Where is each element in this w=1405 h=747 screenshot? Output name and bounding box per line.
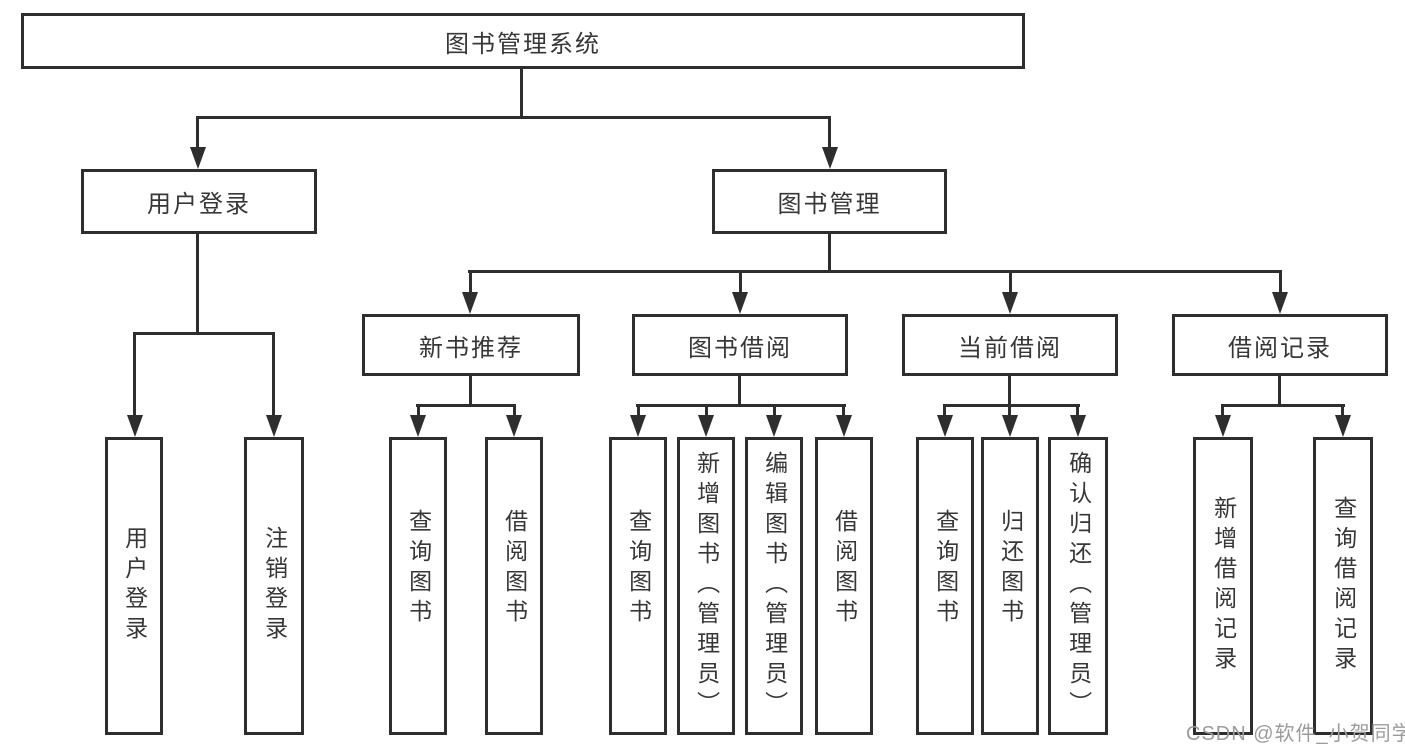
- node-records-add-record: 新增借阅记录: [1193, 437, 1253, 735]
- arrow-down-icon: [266, 415, 282, 437]
- node-label: 归还图书: [997, 509, 1024, 629]
- node-records-query-record: 查询借阅记录: [1313, 437, 1373, 735]
- edge-to-book-management-line: [828, 116, 831, 149]
- node-label: 用户登录: [121, 526, 148, 646]
- edge-line: [1008, 404, 1011, 417]
- node-label: 编辑图书（管理员）: [761, 451, 788, 721]
- node-label: 确认归还（管理员）: [1065, 451, 1092, 721]
- arrow-down-icon: [410, 415, 426, 437]
- edge-records-branch-line: [1221, 404, 1345, 407]
- node-leaf-logout: 注销登录: [244, 437, 304, 735]
- arrow-down-icon: [127, 415, 143, 437]
- edge-to-book-borrowing-line: [739, 270, 742, 294]
- node-borrow-edit-books-admin: 编辑图书（管理员）: [745, 437, 803, 735]
- arrow-down-icon: [1002, 415, 1018, 437]
- node-library-management-system: 图书管理系统: [21, 13, 1025, 69]
- edge-line: [417, 404, 420, 417]
- edge-line: [637, 404, 640, 417]
- node-label: 查询图书: [932, 509, 959, 629]
- node-current-return-books: 归还图书: [981, 437, 1039, 735]
- node-book-management: 图书管理: [712, 169, 947, 234]
- arrow-down-icon: [732, 292, 748, 314]
- edge-line: [1341, 404, 1344, 417]
- edge-line: [773, 404, 776, 417]
- node-label: 新增图书（管理员）: [693, 451, 720, 721]
- edge-recommend-branch-line: [416, 404, 516, 407]
- edge-book-management-branch-line: [468, 270, 1282, 273]
- node-label: 查询图书: [625, 509, 652, 629]
- node-recommend-borrow-books: 借阅图书: [485, 437, 543, 735]
- edge-line: [943, 404, 946, 417]
- node-label: 查询图书: [405, 509, 432, 629]
- node-label: 借阅图书: [831, 509, 858, 629]
- edge-line: [513, 404, 516, 417]
- arrow-down-icon: [836, 415, 852, 437]
- edge-line: [1221, 404, 1224, 417]
- arrow-down-icon: [698, 415, 714, 437]
- node-user-login: 用户登录: [81, 169, 317, 234]
- node-label: 借阅图书: [501, 509, 528, 629]
- edge-root-stem-line: [520, 69, 523, 119]
- node-label: 查询借阅记录: [1330, 496, 1357, 676]
- edge-line: [1076, 404, 1079, 417]
- node-book-borrowing: 图书借阅: [632, 314, 848, 376]
- edge-book-management-stem-line: [828, 234, 831, 272]
- arrow-down-icon: [190, 147, 206, 169]
- arrow-down-icon: [1070, 415, 1086, 437]
- edge-current-stem-line: [1008, 376, 1011, 407]
- arrow-down-icon: [506, 415, 522, 437]
- edge-to-borrowing-records-line: [1279, 270, 1282, 294]
- edge-user-login-stem-line: [196, 234, 199, 335]
- node-label: 新书推荐: [419, 334, 523, 362]
- edge-user-login-branch-line: [133, 332, 275, 335]
- node-label: 借阅记录: [1228, 334, 1332, 362]
- node-label: 图书管理: [777, 191, 882, 218]
- arrow-down-icon: [1335, 415, 1351, 437]
- node-current-confirm-return-admin: 确认归还（管理员）: [1048, 437, 1108, 735]
- edge-to-user-login-line: [196, 116, 199, 149]
- node-leaf-user-login: 用户登录: [105, 437, 163, 735]
- edge-to-current-borrowing-line: [1009, 270, 1012, 294]
- edge-records-stem-line: [1278, 376, 1281, 407]
- edge-recommend-stem-line: [469, 376, 472, 407]
- node-label: 注销登录: [261, 526, 288, 646]
- node-label: 用户登录: [147, 191, 251, 218]
- arrow-down-icon: [1215, 415, 1231, 437]
- edge-to-leaf-user-login-line: [133, 332, 136, 417]
- node-current-query-books: 查询图书: [916, 437, 974, 735]
- node-new-book-recommend: 新书推荐: [362, 314, 580, 376]
- node-borrowing-records: 借阅记录: [1172, 314, 1388, 376]
- csdn-watermark: CSDN @软件_小贺同学: [1186, 723, 1405, 745]
- arrow-down-icon: [1272, 292, 1288, 314]
- node-borrow-borrow-books: 借阅图书: [815, 437, 873, 735]
- node-label: 新增借阅记录: [1210, 496, 1237, 676]
- edge-current-branch-line: [943, 404, 1080, 407]
- edge-line: [705, 404, 708, 417]
- edge-line: [842, 404, 845, 417]
- edge-borrowing-branch-line: [636, 404, 846, 407]
- node-recommend-query-books: 查询图书: [389, 437, 447, 735]
- arrow-down-icon: [766, 415, 782, 437]
- edge-borrowing-stem-line: [738, 376, 741, 407]
- node-borrow-add-books-admin: 新增图书（管理员）: [677, 437, 735, 735]
- node-label: 当前借阅: [958, 334, 1062, 362]
- node-borrow-query-books: 查询图书: [609, 437, 667, 735]
- arrow-down-icon: [462, 292, 478, 314]
- arrow-down-icon: [1002, 292, 1018, 314]
- node-label: 图书借阅: [688, 334, 792, 362]
- arrow-down-icon: [822, 147, 838, 169]
- edge-to-leaf-logout-line: [272, 332, 275, 417]
- node-label: 图书管理系统: [445, 30, 601, 58]
- edge-to-new-book-recommend-line: [469, 270, 472, 294]
- arrow-down-icon: [630, 415, 646, 437]
- node-current-borrowing: 当前借阅: [902, 314, 1118, 376]
- arrow-down-icon: [937, 415, 953, 437]
- edge-root-branch-line: [196, 116, 831, 119]
